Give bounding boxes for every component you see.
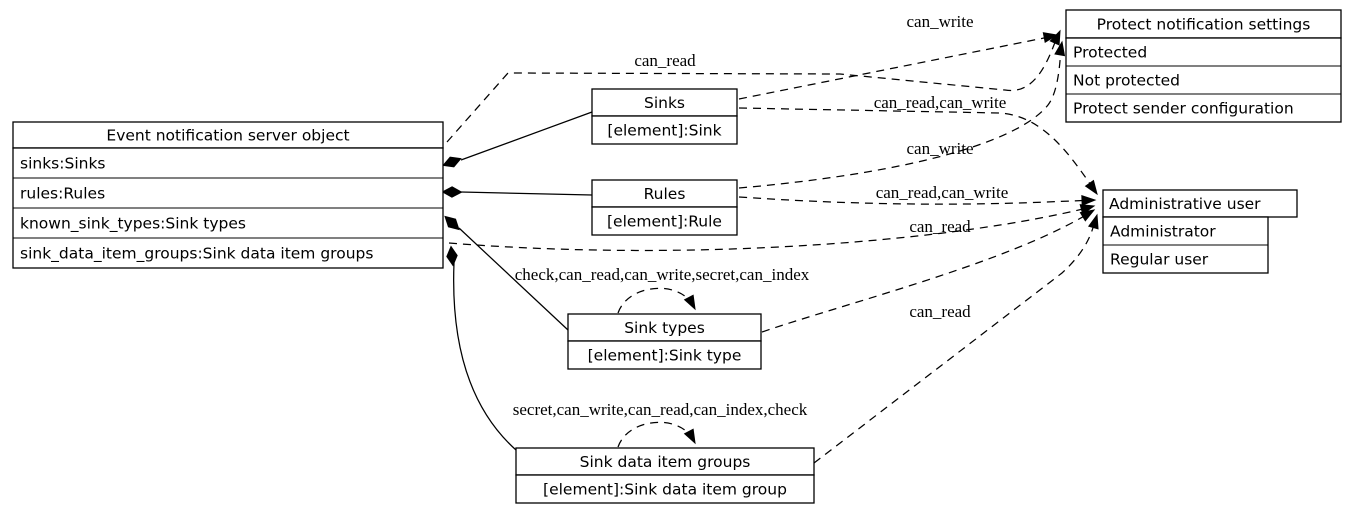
edge-label: can_read: [634, 51, 696, 70]
edge-sink-types-to-admin-user: can_read: [761, 209, 1096, 333]
edge-label: can_read: [909, 302, 971, 321]
node-title: Rules: [644, 185, 686, 203]
edge-line: [738, 35, 1055, 100]
arrowhead-icon: [1087, 213, 1099, 230]
edge-line: [446, 33, 1059, 143]
edge-line: [617, 421, 693, 448]
node-row-label: sinks:Sinks: [20, 155, 106, 173]
node-title: Sink data item groups: [580, 453, 751, 471]
node-header-cell: [1102, 189, 1298, 218]
arrowhead-icon: [1079, 209, 1096, 222]
edge-line: [738, 196, 1093, 205]
arrowhead-icon: [683, 428, 696, 445]
node-row-label: Regular user: [1110, 251, 1209, 269]
node-header-cell: [515, 447, 815, 476]
node-row-label: Protect sender configuration: [1073, 100, 1294, 118]
edge-label: can_write: [906, 139, 973, 158]
edge-label: check,can_read,can_write,secret,can_inde…: [515, 265, 810, 284]
edge-line: [738, 107, 1096, 192]
node-row-label: [element]:Rule: [607, 213, 722, 231]
node-title: Protect notification settings: [1097, 16, 1311, 34]
node-administrative-user: Administrative userAdministratorRegular …: [1102, 189, 1298, 274]
edge-server-owns-sinks: [442, 111, 593, 168]
node-row-label: [element]:Sink data item group: [543, 481, 787, 499]
diamond-icon: [442, 156, 462, 168]
edge-label: can_read,can_write: [874, 93, 1007, 112]
node-row-label: [element]:Sink: [607, 122, 721, 140]
node-rules: Rules [element]:Rule: [591, 179, 738, 236]
node-title: Event notification server object: [106, 127, 349, 145]
node-header-cell: [567, 313, 762, 342]
diamond-icon: [444, 215, 460, 231]
edge-sinks-to-protect-settings: can_write: [738, 12, 1059, 100]
node-body: [591, 115, 738, 145]
edge-line: [617, 287, 693, 314]
edge-sink-data-item-groups-to-admin-user: [813, 213, 1099, 464]
node-row-label: Not protected: [1073, 72, 1180, 90]
edge-sink-data-item-groups-self-loop: secret,can_write,can_read,can_index,chec…: [513, 400, 808, 448]
edge-line: [460, 191, 593, 196]
edge-line: [458, 227, 569, 331]
diamond-icon: [446, 245, 458, 267]
arrowhead-icon: [1042, 32, 1059, 43]
node-sink-types: Sink types [element]:Sink type: [567, 313, 762, 370]
edge-server-owns-sink-types: [444, 215, 569, 331]
node-row-label: Protected: [1073, 44, 1147, 62]
edge-label: can_read,can_write: [876, 183, 1009, 202]
edge-line: [813, 219, 1096, 464]
edge-server-to-protect-settings: can_read: [446, 29, 1061, 143]
edge-line: [738, 45, 1062, 189]
arrowhead-icon: [1081, 194, 1097, 206]
edge-label: secret,can_write,can_read,can_index,chec…: [513, 400, 808, 419]
edge-server-owns-sink-data-item-groups: [446, 245, 517, 451]
edge-line: [453, 262, 517, 451]
node-row-label: known_sink_types:Sink types: [20, 215, 246, 234]
node-row-label: sink_data_item_groups:Sink data item gro…: [20, 245, 373, 264]
edge-label: can_read: [909, 217, 971, 236]
node-row-label: [element]:Sink type: [588, 347, 742, 365]
edge-sink-types-self-loop: check,can_read,can_write,secret,can_inde…: [515, 265, 810, 314]
edge-rules-to-admin-user: can_read,can_write: [738, 183, 1097, 206]
node-event-notification-server-object: Event notification server objectsinks:Si…: [12, 121, 444, 269]
edge-server-to-admin-user: can_read: [448, 204, 1096, 252]
arrowhead-icon: [683, 294, 696, 311]
edge-server-owns-rules: [441, 186, 593, 198]
edge-label: can_write: [906, 12, 973, 31]
node-title: Sinks: [644, 94, 685, 112]
node-row-label: Administrator: [1110, 223, 1216, 241]
node-title: Sink types: [624, 319, 705, 337]
node-body: [567, 340, 762, 370]
node-row-label: rules:Rules: [20, 185, 105, 203]
arrowhead-icon: [1084, 179, 1098, 196]
edge-line: [761, 211, 1092, 333]
edge-sinks-to-admin-user: can_read,can_write: [738, 93, 1098, 196]
edge-line: [460, 111, 593, 161]
node-protect-notification-settings: Protect notification settingsProtectedNo…: [1065, 9, 1342, 123]
arrowhead-icon: [1054, 40, 1066, 57]
node-sinks: Sinks [element]:Sink: [591, 88, 738, 145]
edge-line: [448, 206, 1092, 252]
node-title: Administrative user: [1109, 195, 1261, 213]
node-body: [1065, 37, 1342, 123]
edge-rules-to-protect-settings: can_write: [738, 40, 1066, 189]
node-sink-data-item-groups: Sink data item groups [element]:Sink data…: [515, 447, 815, 504]
diamond-icon: [441, 186, 463, 198]
node-body: [591, 206, 738, 236]
node-body: [515, 474, 815, 504]
